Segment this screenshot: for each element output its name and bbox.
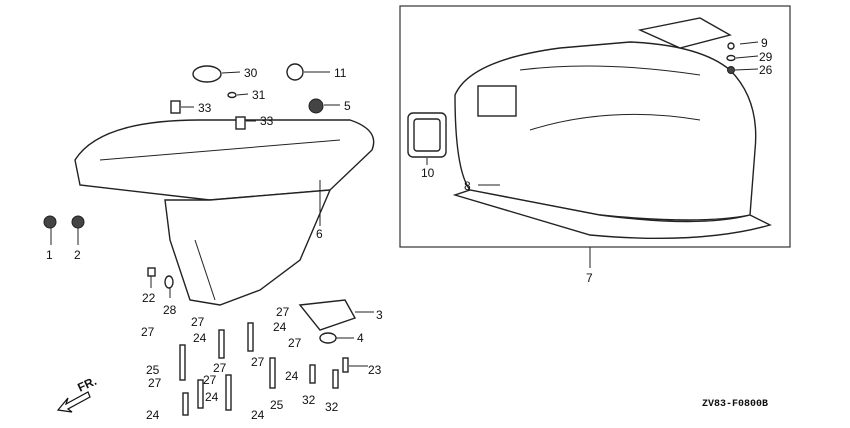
- callout: 22: [142, 291, 156, 305]
- callout: 24: [205, 390, 219, 404]
- callout: 27: [191, 315, 205, 329]
- cover-lid: [637, 17, 732, 49]
- callout: 4: [357, 331, 364, 345]
- o-ring-4: [319, 332, 337, 344]
- grommet-5: [308, 98, 324, 114]
- grommet: [727, 42, 735, 50]
- callout: 24: [146, 408, 160, 422]
- callout: 32: [302, 393, 316, 407]
- callout: 28: [163, 303, 177, 317]
- leader-lines: [50, 41, 759, 367]
- front-direction-arrow-icon: [56, 391, 91, 413]
- callout: 2: [74, 248, 81, 262]
- callout: 10: [421, 166, 435, 180]
- plug-30: [192, 65, 222, 83]
- callout: 25: [270, 398, 284, 412]
- oil-case: [74, 119, 375, 306]
- direction-label: FR.: [75, 374, 98, 395]
- callout: 24: [251, 408, 265, 422]
- callout: 5: [344, 99, 351, 113]
- cover-assembly-frame: [399, 5, 791, 248]
- callout: 27: [288, 336, 302, 350]
- diagram-code: ZV83-F0800B: [702, 399, 768, 410]
- callout: 3: [376, 308, 383, 322]
- rubber-seal-inner: [413, 118, 441, 152]
- bolts: [147, 267, 349, 416]
- plug-2: [71, 215, 85, 229]
- cap-11: [286, 63, 304, 81]
- collar-33: [170, 100, 181, 114]
- callout: 25: [146, 363, 160, 377]
- callout: 33: [260, 114, 274, 128]
- callout: 23: [368, 363, 382, 377]
- callout: 27: [203, 373, 217, 387]
- callout: 24: [273, 320, 287, 334]
- callout-labels: 30 11 31 33 33 5 6 1 2 22 28 27 27 3 27 …: [46, 36, 773, 422]
- callout: 9: [761, 36, 768, 50]
- callout: 31: [252, 88, 266, 102]
- callout: 1: [46, 248, 53, 262]
- callout: 33: [198, 101, 212, 115]
- engine-cover: [452, 41, 772, 240]
- callout: 27: [148, 376, 162, 390]
- callout: 8: [464, 179, 471, 193]
- callout: 7: [586, 271, 593, 285]
- plug-1: [43, 215, 57, 229]
- plate-3: [298, 299, 357, 331]
- callout: 27: [213, 361, 227, 375]
- callout: 27: [141, 325, 155, 339]
- callout: 6: [316, 227, 323, 241]
- callout: 29: [759, 50, 773, 64]
- nut: [727, 66, 735, 74]
- callout: 11: [334, 66, 347, 80]
- washer: [726, 54, 736, 62]
- ring-31: [227, 91, 237, 99]
- callout: 24: [193, 331, 207, 345]
- callout: 30: [244, 66, 258, 80]
- callout: 27: [276, 305, 290, 319]
- callout: 27: [251, 355, 265, 369]
- callout: 26: [759, 63, 773, 77]
- collar-33b: [235, 116, 246, 130]
- callout: 32: [325, 400, 339, 414]
- callout: 24: [285, 369, 299, 383]
